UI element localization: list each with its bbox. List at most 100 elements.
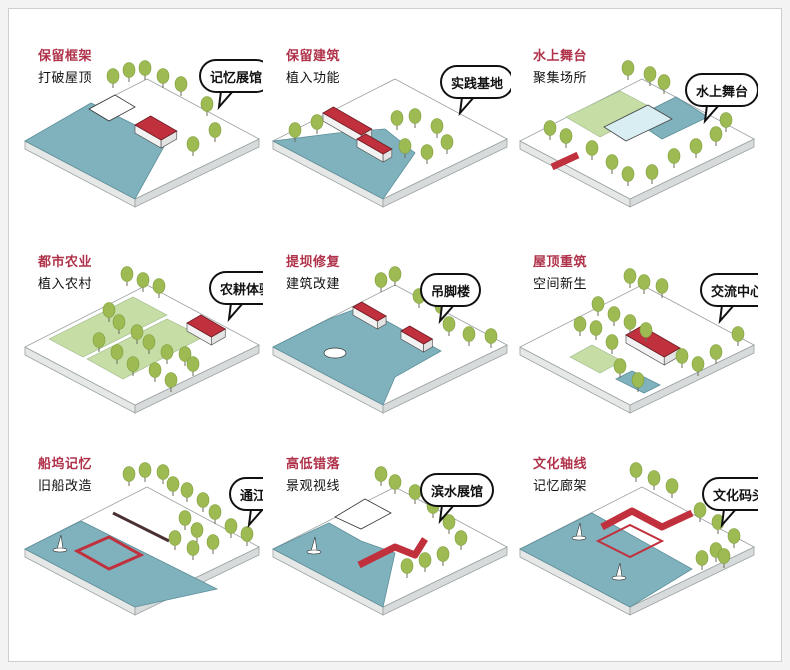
tree <box>130 324 144 344</box>
tree <box>398 138 412 158</box>
tree <box>138 60 152 80</box>
frame-structure <box>88 94 136 122</box>
tree <box>388 474 402 494</box>
diagram-frame: 保留框架打破屋顶记忆展馆保留建筑植入功能实践基地水上舞台聚集场所水上舞台都市农业… <box>8 8 782 662</box>
tree <box>613 358 627 378</box>
tree <box>691 356 705 376</box>
tree <box>631 372 645 392</box>
tree <box>240 526 254 546</box>
tree <box>629 462 643 482</box>
tree <box>166 476 180 496</box>
old-boat-dock <box>73 535 145 571</box>
water-area <box>272 306 442 406</box>
panel-illustration <box>272 466 508 616</box>
panel-subtitle: 建筑改建 <box>286 277 341 292</box>
tree <box>288 122 302 142</box>
water-area <box>519 512 693 608</box>
panel-title: 都市农业 <box>38 255 93 270</box>
tree <box>374 466 388 486</box>
memory-corridor-frame <box>595 523 665 559</box>
tree <box>623 314 637 334</box>
panel-subtitle: 植入农村 <box>38 277 93 292</box>
panel-3: 水上舞台聚集场所水上舞台 <box>512 21 758 226</box>
tree <box>186 356 200 376</box>
tree <box>160 344 174 364</box>
tree <box>180 482 194 502</box>
bubble-tail <box>217 90 236 111</box>
tree <box>120 266 134 286</box>
tree <box>689 138 703 158</box>
tree <box>190 522 204 542</box>
practice-base-annex <box>356 133 393 163</box>
sailboat <box>571 522 587 541</box>
tree <box>709 344 723 364</box>
sailboat <box>306 536 322 555</box>
panel-title: 文化轴线 <box>533 457 588 472</box>
panel-title: 保留建筑 <box>286 49 341 64</box>
tree <box>675 348 689 368</box>
tree <box>543 120 557 140</box>
bubble-tail <box>720 508 739 529</box>
speech-bubble-label: 实践基地 <box>440 65 511 99</box>
panel-subtitle: 植入功能 <box>286 71 341 86</box>
tree <box>206 534 220 554</box>
tree <box>138 462 152 482</box>
tree <box>390 110 404 130</box>
tree <box>374 272 388 292</box>
tree <box>623 268 637 288</box>
panel-illustration <box>519 462 755 616</box>
tree <box>430 118 444 138</box>
speech-bubble-label: 记忆展馆 <box>199 59 263 93</box>
tree <box>186 540 200 560</box>
tree <box>136 272 150 292</box>
panel-subtitle: 景观视线 <box>286 479 341 494</box>
sailboat <box>52 534 68 553</box>
bubble-tail <box>718 304 737 325</box>
tree <box>709 126 723 146</box>
speech-bubble-label: 吊脚楼 <box>420 273 482 307</box>
tree <box>719 112 733 132</box>
bubble-tail <box>227 302 246 323</box>
farming-experience-building <box>186 314 227 346</box>
tree <box>164 372 178 392</box>
cultural-axis-path <box>600 507 694 531</box>
tree <box>122 62 136 82</box>
memory-hall-building <box>134 115 178 149</box>
river-corridor-frame <box>112 511 170 543</box>
tree <box>667 148 681 168</box>
tree <box>559 128 573 148</box>
tree <box>589 320 603 340</box>
tree <box>591 296 605 316</box>
speech-bubble-label: 滨水展馆 <box>420 473 495 507</box>
tree <box>92 332 106 352</box>
panel-subtitle: 旧船改造 <box>38 479 93 494</box>
tree <box>208 122 222 142</box>
speech-bubble-label: 水上舞台 <box>685 73 758 107</box>
tree <box>174 76 188 96</box>
exchange-center-building <box>625 325 681 366</box>
tree <box>178 510 192 530</box>
tree <box>224 518 238 538</box>
tree <box>122 466 136 486</box>
tree <box>152 278 166 298</box>
tree <box>585 140 599 160</box>
panel-illustration <box>272 266 508 414</box>
tree <box>208 504 222 524</box>
tree <box>657 74 671 94</box>
speech-bubble-label: 通江廊道 <box>229 477 263 511</box>
tree <box>436 546 450 566</box>
tree <box>643 66 657 86</box>
tree <box>420 144 434 164</box>
tree <box>388 266 402 286</box>
tree <box>102 302 116 322</box>
boat <box>323 347 347 359</box>
bubble-tail <box>458 96 477 117</box>
panel-5: 提坝修复建筑改建吊脚楼 <box>265 227 511 432</box>
tree <box>607 306 621 326</box>
tree <box>454 530 468 550</box>
tree <box>408 108 422 128</box>
tree <box>655 278 669 298</box>
tree <box>647 470 661 490</box>
tree <box>621 166 635 186</box>
panel-subtitle: 空间新生 <box>533 277 588 292</box>
